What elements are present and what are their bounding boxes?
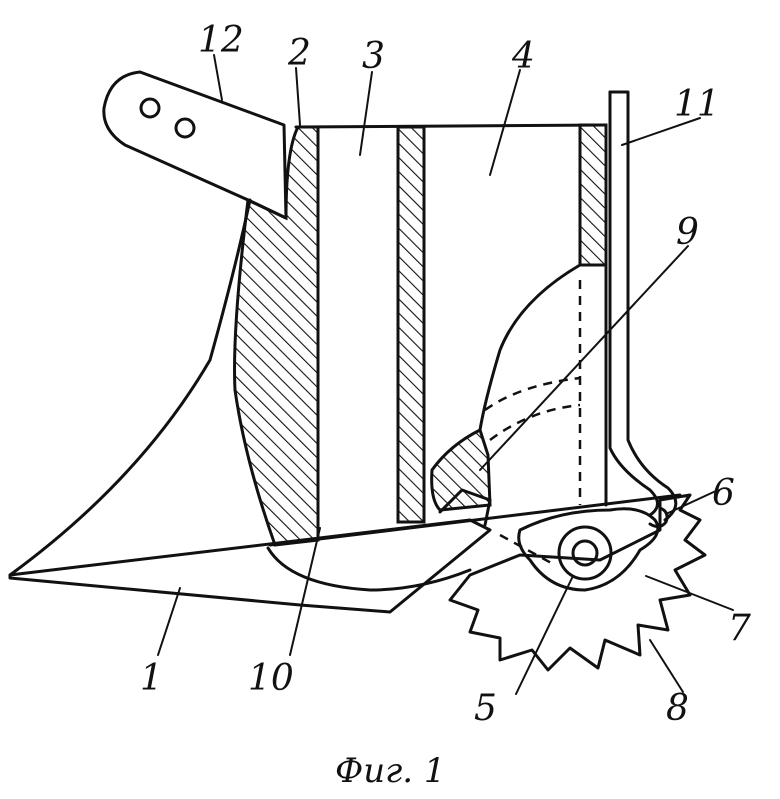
label-4: 4	[511, 36, 535, 77]
reference-labels: 12 2 3 4 9 11 6 7 8 5 10 1	[140, 20, 751, 729]
label-10: 10	[248, 658, 294, 699]
vertical-rod	[608, 90, 678, 522]
label-2: 2	[287, 33, 311, 74]
body-plates	[266, 123, 682, 592]
label-3: 3	[362, 36, 385, 77]
mounting-bracket	[102, 70, 288, 220]
moldboard-strip	[233, 125, 320, 547]
label-6: 6	[712, 473, 735, 514]
label-1: 1	[140, 658, 163, 699]
toothed-rotor	[448, 493, 707, 672]
shaft-icon	[557, 525, 613, 581]
label-12: 12	[198, 20, 244, 61]
label-8: 8	[666, 688, 689, 729]
figure-caption: Фиг. 1	[335, 751, 446, 791]
deflector	[430, 263, 582, 567]
label-7: 7	[728, 608, 751, 649]
label-11: 11	[674, 84, 720, 125]
bolt-hole-icon	[174, 117, 196, 139]
bolt-hole-icon	[139, 97, 161, 119]
leader-lines	[157, 54, 734, 695]
label-9: 9	[676, 212, 699, 253]
label-5: 5	[474, 688, 497, 729]
